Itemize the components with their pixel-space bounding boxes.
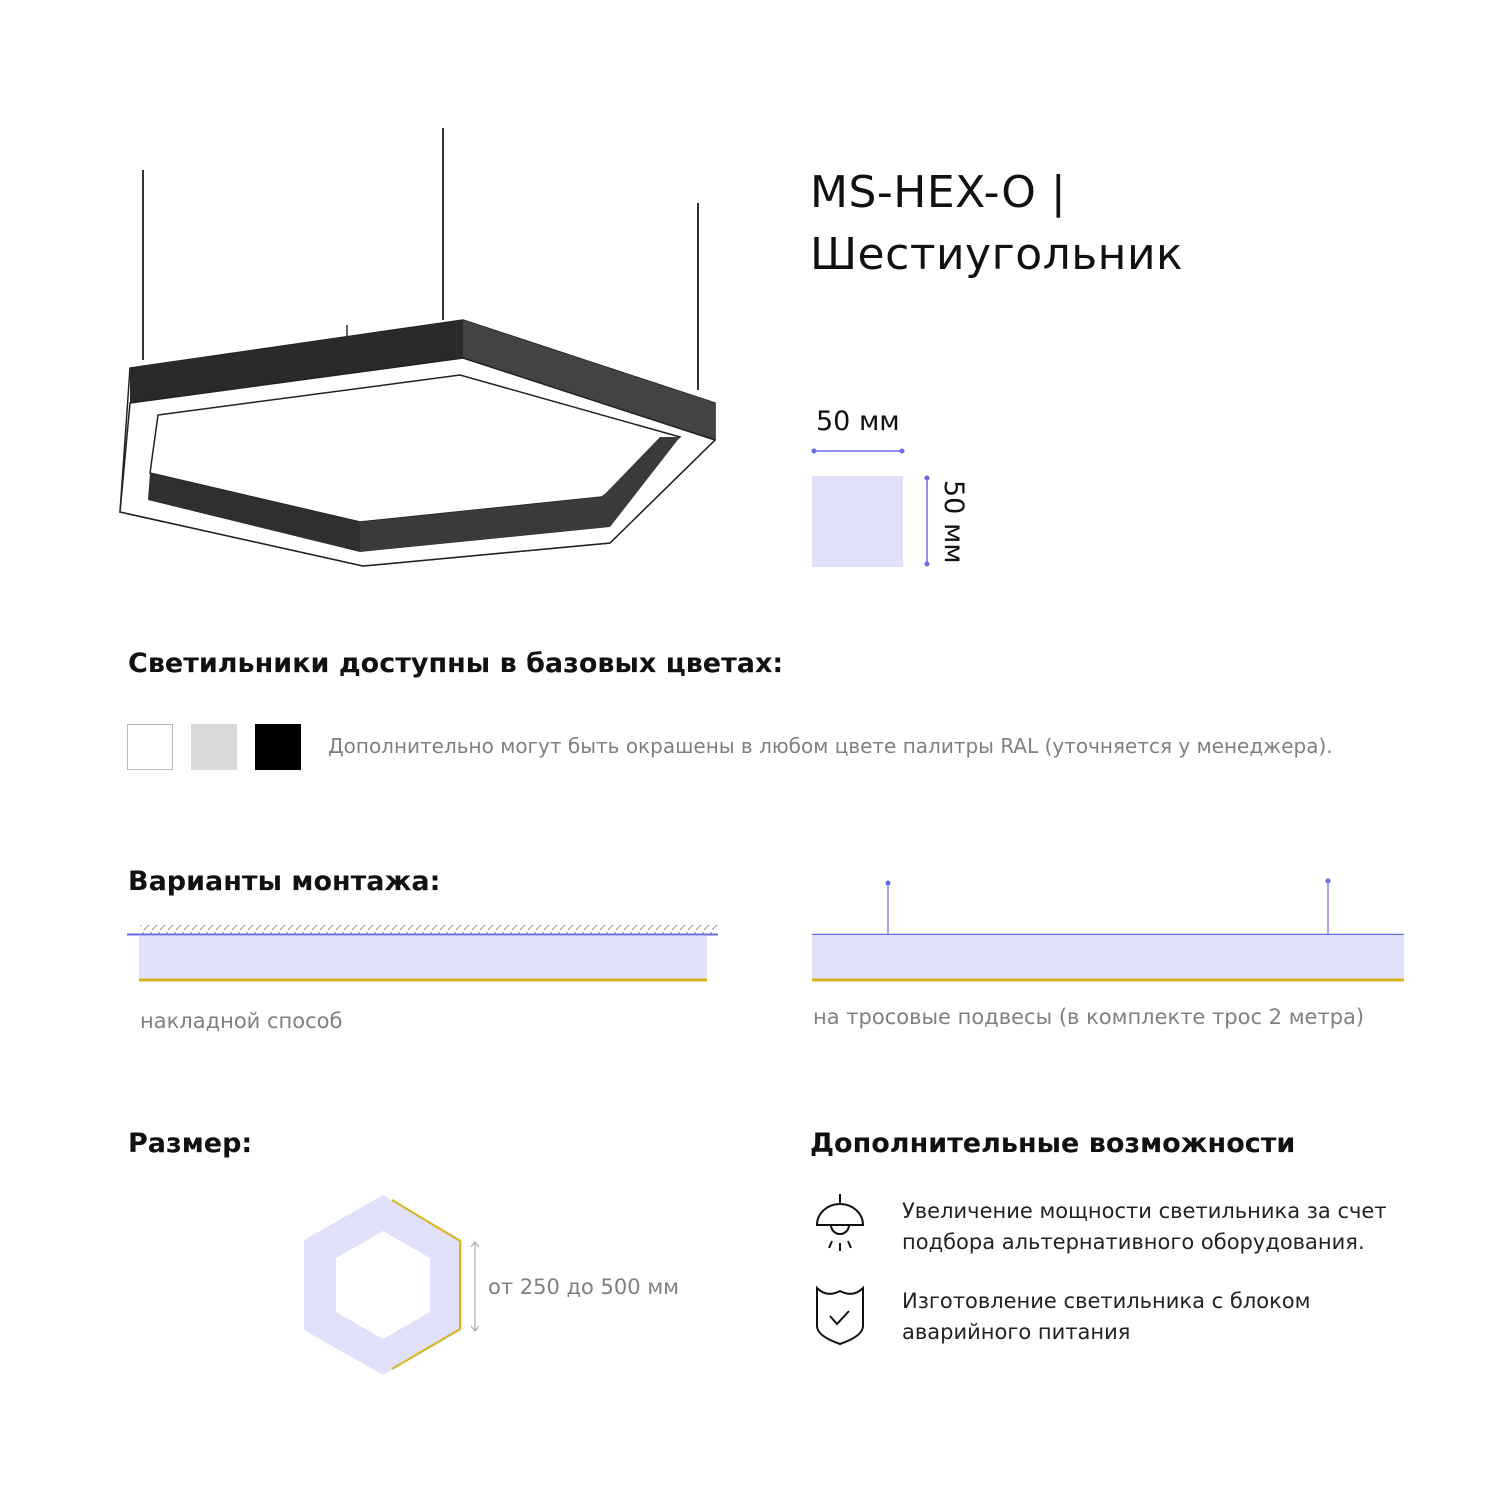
- extra-item-text: Изготовление светильника с блоком: [902, 1289, 1311, 1313]
- extra-item-text: аварийного питания: [902, 1320, 1131, 1344]
- extra-item-power: Увеличение мощности светильника за счет …: [902, 1196, 1387, 1258]
- profile-height-line: [924, 475, 930, 567]
- suspended-mount-label: на тросовые подвесы (в комплекте трос 2 …: [813, 1005, 1365, 1029]
- size-heading: Размер:: [128, 1128, 253, 1159]
- hexagon-size-graphic: [304, 1195, 480, 1375]
- surface-mount-graphic: [127, 925, 718, 982]
- pendant-lamp-icon: [815, 1194, 865, 1251]
- title-line-2: Шестиугольник: [810, 229, 1184, 280]
- size-range-label: от 250 до 500 мм: [488, 1275, 679, 1299]
- swatch-white: [127, 724, 173, 770]
- profile-height-label: 50 мм: [938, 480, 969, 564]
- product-title: MS-HEX-O | Шестиугольник: [810, 162, 1183, 286]
- swatch-gray: [191, 724, 237, 770]
- extra-item-text: Увеличение мощности светильника за счет: [902, 1199, 1387, 1223]
- swatch-black: [255, 724, 301, 770]
- extras-heading: Дополнительные возможности: [810, 1128, 1296, 1159]
- surface-mount-label: накладной способ: [140, 1009, 343, 1033]
- mounting-heading: Варианты монтажа:: [128, 866, 441, 897]
- shield-check-icon: [816, 1285, 864, 1346]
- profile-dimension-graphic: [811, 448, 905, 567]
- extra-item-emergency: Изготовление светильника с блоком аварий…: [902, 1286, 1310, 1348]
- profile-cross-section: [812, 476, 903, 567]
- colors-note: Дополнительно могут быть окрашены в любо…: [328, 734, 1333, 758]
- extra-item-text: подбора альтернативного оборудования.: [902, 1230, 1365, 1254]
- suspended-mount-graphic: [812, 878, 1404, 982]
- title-line-1: MS-HEX-O |: [810, 167, 1067, 218]
- product-illustration: [119, 128, 717, 567]
- colors-heading: Светильники доступны в базовых цветах:: [128, 648, 784, 679]
- profile-width-label: 50 мм: [816, 406, 900, 437]
